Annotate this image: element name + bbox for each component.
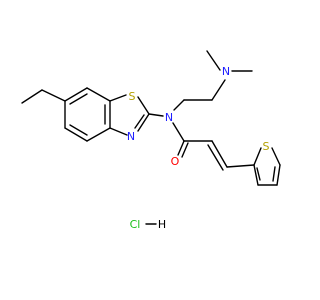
bond-thiophene-double-a bbox=[256, 167, 261, 181]
bond-thiazole-n-c bbox=[109, 127, 128, 136]
bond-vinyl-thiophene bbox=[226, 164, 255, 168]
bond-benzene-double-c bbox=[69, 124, 88, 136]
bond-thiophene-c5-c4 bbox=[276, 164, 281, 186]
bond-c2-amide-n bbox=[148, 113, 164, 117]
bond-ethyl-ch3 bbox=[21, 89, 43, 104]
atom-n-amide: N bbox=[165, 111, 173, 124]
bond-thiazole-c2-n bbox=[137, 113, 150, 132]
bond-layer bbox=[21, 50, 281, 225]
bond-amide-n-carbonyl bbox=[172, 122, 185, 142]
bond-carbonyl-o-b bbox=[181, 142, 189, 158]
atom-n-dimethyl: N bbox=[222, 65, 230, 78]
bond-thiophene-c2-s bbox=[253, 147, 262, 166]
atom-h-salt: H bbox=[158, 218, 166, 231]
bond-benzene-4 bbox=[86, 127, 111, 142]
molecule-structure-diagram: S N N N O S Cl H bbox=[21, 50, 281, 231]
bond-ch2-n-dimethyl bbox=[211, 79, 226, 101]
bond-thiazole-c-s bbox=[109, 94, 127, 102]
bond-vinyl-double-b bbox=[207, 144, 224, 171]
bond-thiazole-s-c2 bbox=[137, 96, 150, 115]
bond-n-methyl-a bbox=[206, 50, 221, 71]
bond-benzene-double-a bbox=[69, 93, 88, 105]
bond-thiophene-c3-c2 bbox=[253, 164, 259, 186]
atom-cl-salt: Cl bbox=[130, 218, 141, 231]
atom-label-layer: S N N N O S Cl H bbox=[127, 65, 270, 231]
atom-s-thiazole: S bbox=[129, 90, 136, 103]
bond-benzene-2 bbox=[86, 87, 111, 102]
atom-s-thiophene: S bbox=[263, 140, 270, 153]
bond-vinyl-double-a bbox=[211, 140, 228, 168]
atom-o-carbonyl: O bbox=[171, 155, 180, 168]
bond-thiazole-c2-n-double bbox=[134, 114, 145, 129]
bond-benzene-5 bbox=[64, 127, 88, 142]
atom-n-thiazole: N bbox=[127, 130, 135, 143]
bond-benzene-1 bbox=[64, 87, 88, 102]
bond-amide-n-ch2 bbox=[173, 99, 185, 111]
bond-ethyl-ch2 bbox=[41, 89, 66, 102]
bond-carbonyl-o-a bbox=[177, 140, 185, 156]
bond-thiophene-double-b bbox=[272, 166, 276, 182]
bond-thiophene-s-c5 bbox=[271, 147, 281, 166]
